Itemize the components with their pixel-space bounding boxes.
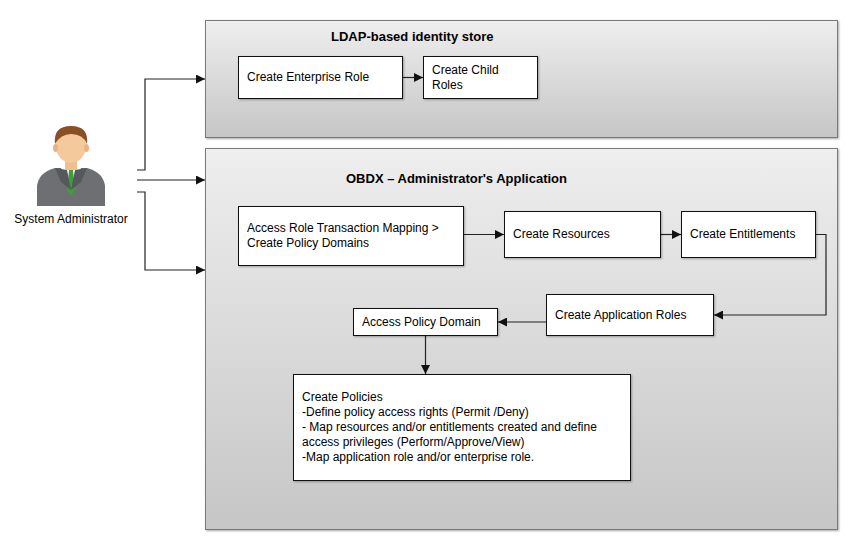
flow-arrow (137, 192, 205, 270)
box-body: -Map application role and/or enterprise … (302, 450, 622, 465)
actor-label: System Administrator (5, 212, 137, 226)
process-box: Create Child Roles (423, 56, 538, 99)
region-band: OBDX – Administrator's ApplicationAccess… (205, 148, 838, 530)
process-box: Access Policy Domain (353, 308, 498, 336)
band-title: LDAP-based identity store (331, 29, 494, 44)
actor-figure: System Administrator (5, 118, 137, 246)
box-label: Access Role Transaction Mapping > Create… (247, 221, 455, 251)
process-box: Create Enterprise Role (238, 56, 403, 99)
process-box: Access Role Transaction Mapping > Create… (238, 206, 464, 266)
flow-arrow (498, 321, 546, 322)
box-body: -Define policy access rights (Permit /De… (302, 405, 622, 420)
box-label: Create Child Roles (432, 63, 529, 93)
box-label: Create Enterprise Role (247, 70, 394, 85)
box-label: Create Entitlements (690, 227, 807, 242)
band-title: OBDX – Administrator's Application (346, 171, 567, 186)
flow-arrow (137, 79, 205, 170)
box-body: - Map resources and/or entitlements crea… (302, 420, 622, 450)
box-label: Create Resources (513, 227, 652, 242)
box-label: Create Application Roles (555, 308, 705, 323)
process-box: Create Policies-Define policy access rig… (293, 374, 631, 481)
flow-arrow (464, 234, 504, 235)
flow-arrow (425, 336, 426, 374)
region-band: LDAP-based identity storeCreate Enterpri… (205, 20, 838, 138)
flow-arrow (403, 77, 423, 78)
person-icon (31, 120, 111, 206)
process-box: Create Entitlements (681, 211, 816, 258)
box-label: Access Policy Domain (362, 315, 489, 330)
flow-arrow (661, 234, 681, 235)
box-label: Create Policies (302, 390, 622, 405)
flow-arrow (137, 179, 205, 180)
process-box: Create Resources (504, 211, 661, 258)
flow-arrow (714, 235, 826, 316)
process-box: Create Application Roles (546, 294, 714, 336)
